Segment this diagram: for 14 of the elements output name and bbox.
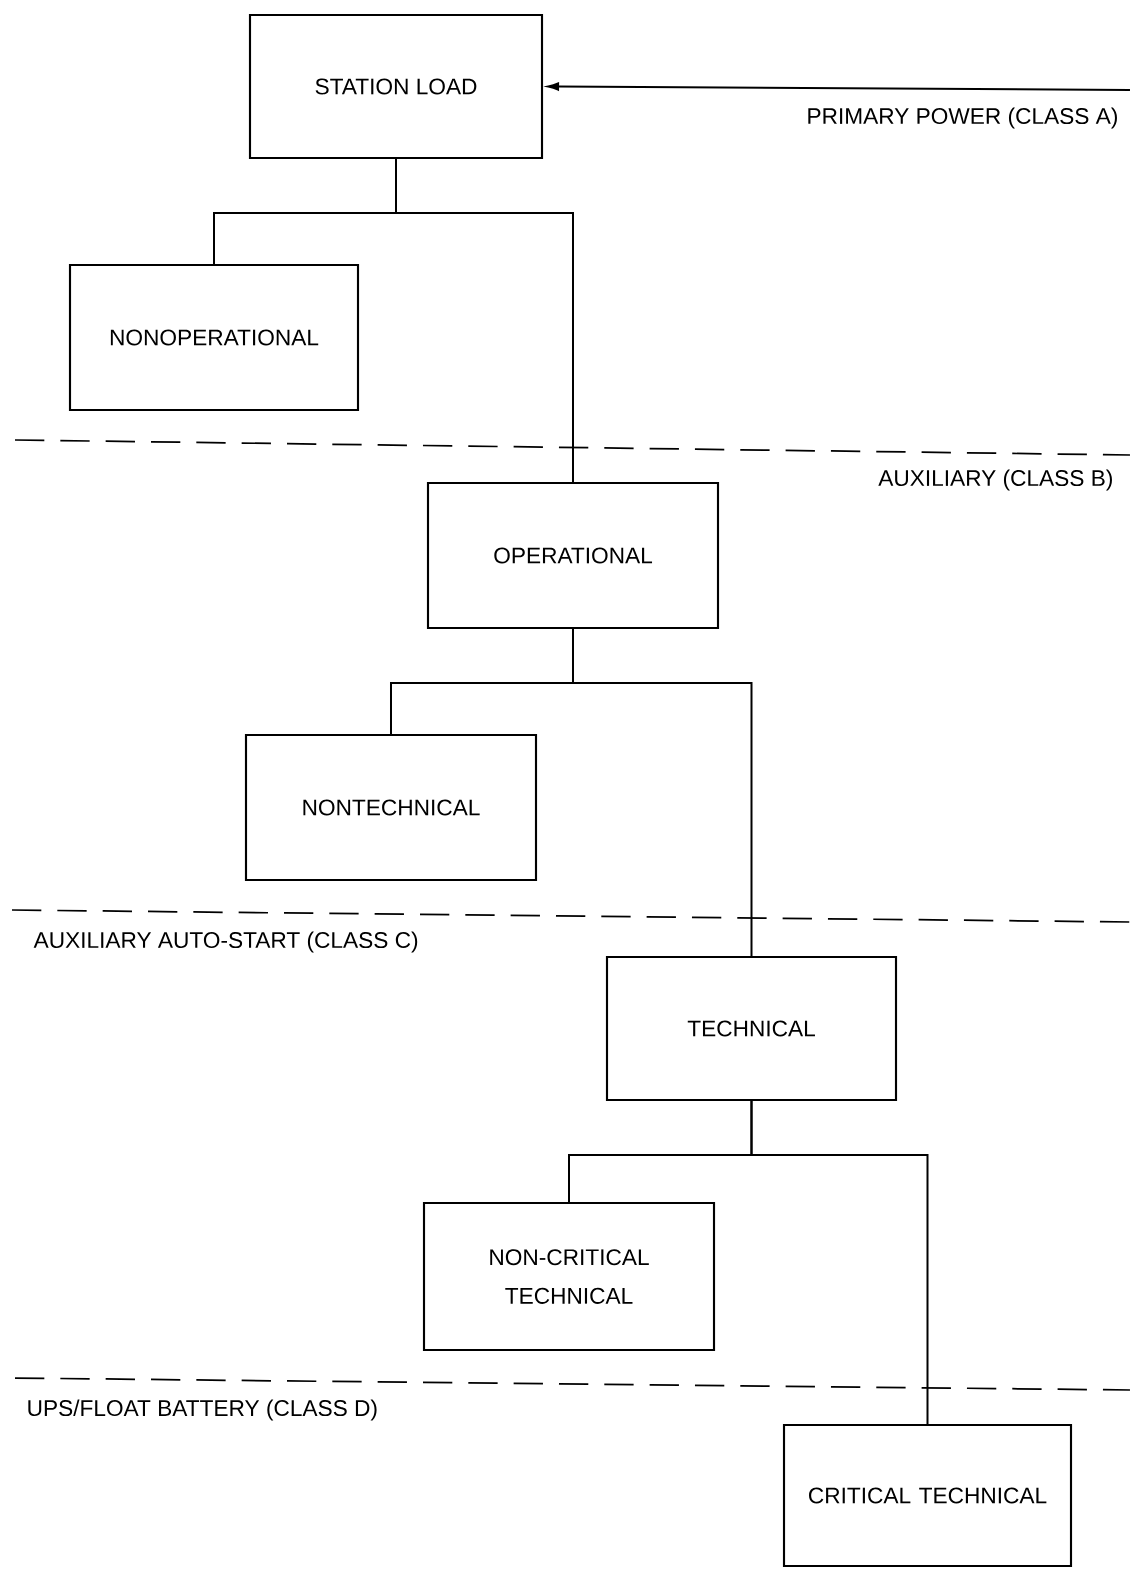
- box: NONTECHNICAL: [244, 733, 538, 882]
- class-label: AUXILIARY (CLASS B): [878, 469, 1112, 491]
- class-label: UPS/FLOAT BATTERY (CLASS D): [28, 1399, 377, 1421]
- box: STATION LOAD: [248, 13, 544, 160]
- connector-line: [395, 158, 574, 483]
- box: NON-CRITICAL TECHNICAL: [422, 1201, 716, 1352]
- box: NONOPERATIONAL: [68, 263, 360, 412]
- box: TECHNICAL: [605, 955, 898, 1102]
- box: OPERATIONAL: [426, 481, 720, 630]
- class-label: PRIMARY POWER (CLASS A): [808, 107, 1117, 129]
- connector-line: [750, 1100, 929, 1425]
- box: CRITICAL TECHNICAL: [782, 1423, 1073, 1568]
- class-label: AUXILIARY AUTO-START (CLASS C): [33, 931, 418, 953]
- connector-line: [572, 628, 753, 957]
